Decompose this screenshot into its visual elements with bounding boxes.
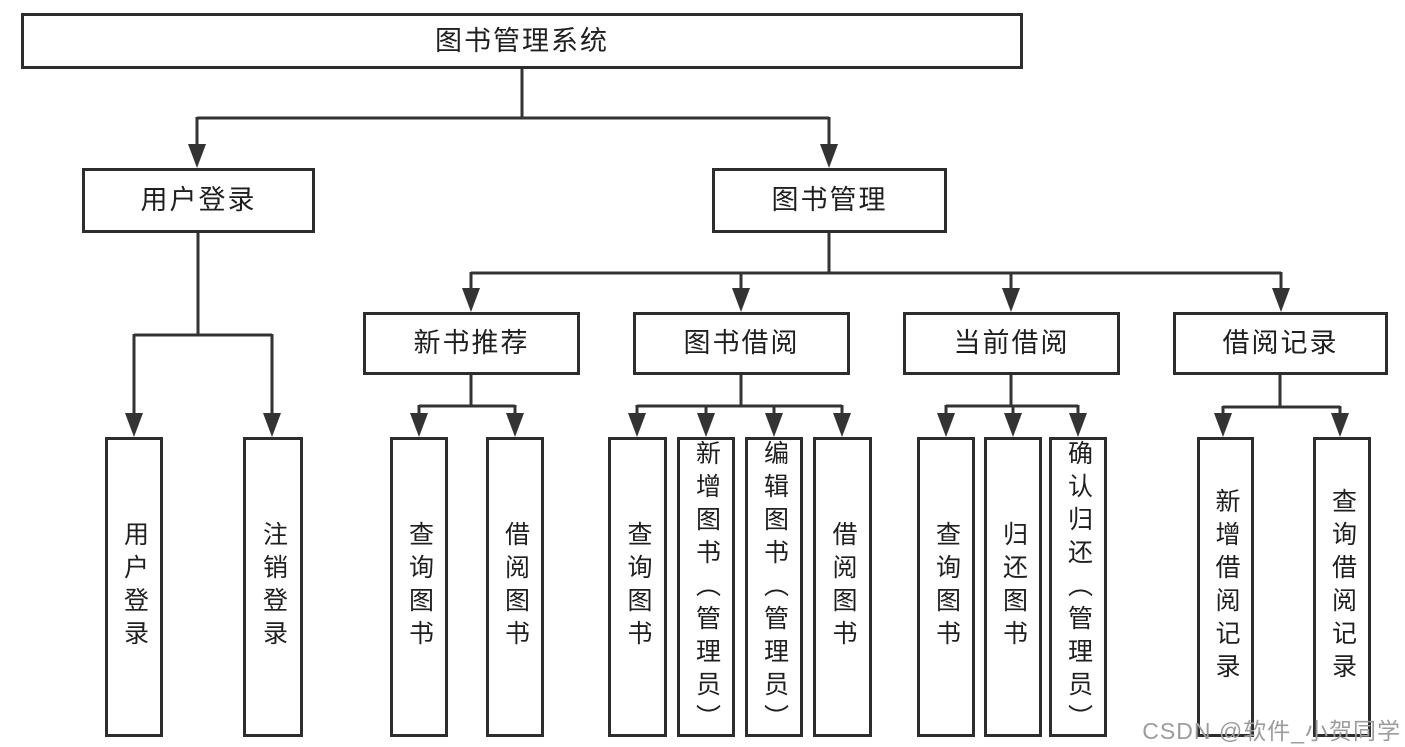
leaf-records-query-borrow-record: 查询借阅记录 (1313, 437, 1371, 737)
leaf-borrowing-add-books-admin: 新增图书（管理员） (677, 437, 735, 737)
node-new-book-recommend: 新书推荐 (363, 312, 580, 375)
leaf-borrowing-query-books: 查询图书 (608, 437, 667, 737)
leaf-recommend-query-books: 查询图书 (390, 437, 448, 737)
node-current-borrowing: 当前借阅 (903, 312, 1120, 375)
leaf-current-return-books: 归还图书 (984, 437, 1042, 737)
csdn-watermark: CSDN @软件_小贺同学 (1142, 718, 1401, 744)
leaf-borrowing-edit-books-admin: 编辑图书（管理员） (745, 437, 803, 737)
arrowheads (125, 144, 1349, 437)
node-book-management: 图书管理 (712, 168, 947, 233)
node-user-login: 用户登录 (82, 168, 315, 233)
leaf-recommend-borrow-books: 借阅图书 (486, 437, 544, 737)
node-root-library-management-system: 图书管理系统 (21, 13, 1023, 69)
leaf-user-login: 用户登录 (105, 437, 163, 737)
leaf-records-add-borrow-record: 新增借阅记录 (1197, 437, 1254, 737)
leaf-logout: 注销登录 (243, 437, 303, 737)
node-book-borrowing: 图书借阅 (633, 312, 850, 375)
leaf-current-confirm-return-admin: 确认归还（管理员） (1049, 437, 1107, 737)
leaf-borrowing-borrow-books: 借阅图书 (813, 437, 872, 737)
node-borrow-records: 借阅记录 (1173, 312, 1388, 375)
leaf-current-query-books: 查询图书 (917, 437, 975, 737)
